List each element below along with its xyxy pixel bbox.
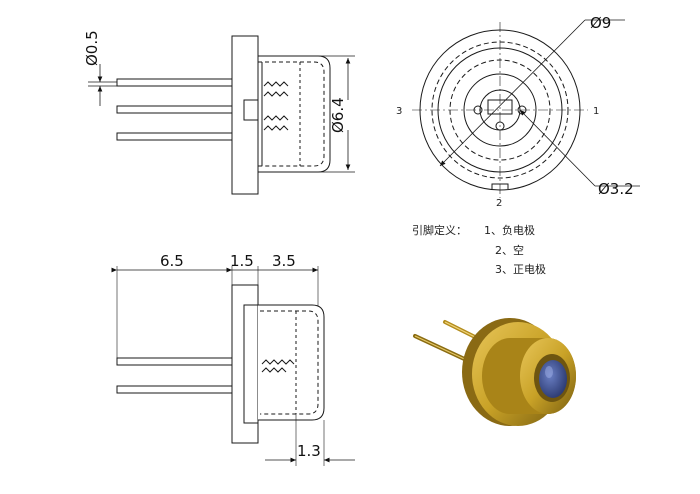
pin-definition-title: 引脚定义： bbox=[412, 223, 467, 237]
pin-middle bbox=[116, 105, 233, 114]
side-view-top bbox=[88, 35, 355, 195]
dim-cap-diameter: Ø6.4 bbox=[329, 97, 347, 133]
pin-label-2: 2 bbox=[496, 198, 502, 209]
dim-flange-width: 1.5 bbox=[230, 252, 254, 270]
dim-lead-length: 6.5 bbox=[160, 252, 184, 270]
lens bbox=[539, 360, 567, 398]
pin-label-3: 3 bbox=[396, 106, 402, 117]
pin-top bbox=[116, 78, 233, 87]
dim-inner-diameter: Ø3.2 bbox=[598, 180, 634, 198]
pin-definition-item-1: 1、负电极 bbox=[484, 223, 535, 237]
laser-diode-render bbox=[413, 318, 576, 426]
cap bbox=[257, 55, 331, 173]
pin-label-1: 1 bbox=[593, 106, 599, 117]
dim-cap-length: 3.5 bbox=[272, 252, 296, 270]
front-view bbox=[412, 19, 640, 198]
pin-bottom bbox=[116, 132, 233, 141]
dim-window-length: 1.3 bbox=[297, 442, 321, 460]
pin-definition: 引脚定义： 1、负电极 2、空 3、正电极 bbox=[412, 223, 546, 276]
dim-outer-diameter: Ø9 bbox=[590, 14, 611, 32]
dim-pin-diameter: Ø0.5 bbox=[83, 30, 101, 66]
pin-definition-item-2: 2、空 bbox=[495, 243, 524, 257]
side-view-bottom bbox=[111, 266, 355, 466]
pin-definition-item-3: 3、正电极 bbox=[495, 262, 546, 276]
